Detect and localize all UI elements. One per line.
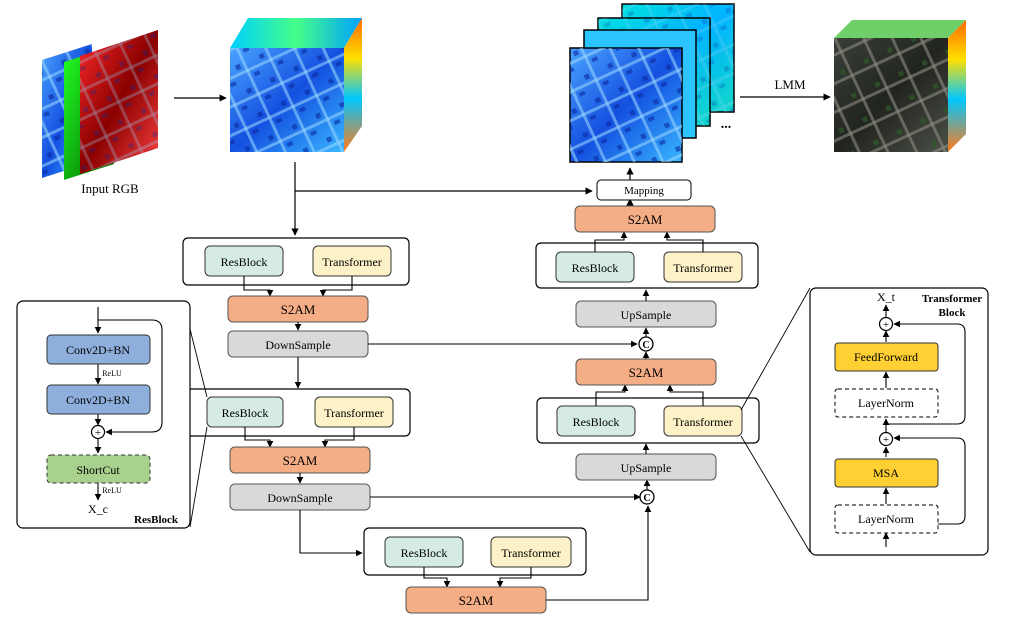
mapping-box — [596, 179, 692, 201]
decoder-1-s2am — [574, 205, 716, 233]
encoder-2-resblock-label: ResBlock — [222, 406, 269, 420]
decoder-1-transformer-label: Transformer — [673, 261, 733, 275]
transformer-add-node-1 — [878, 431, 894, 447]
input-rgb-stack — [42, 30, 158, 180]
transformer-block-title-1: Transformer — [922, 293, 982, 305]
shortcut-label: ShortCut — [76, 463, 120, 477]
layernorm-1-label: LayerNorm — [858, 512, 915, 526]
transformer-add-node-2 — [878, 316, 894, 332]
transformer-add-2-label: + — [883, 319, 889, 331]
conv2d-bn-1 — [46, 334, 151, 365]
msa-box — [834, 458, 939, 488]
shortcut-box — [46, 454, 151, 484]
relu-2-label: ReLU — [102, 486, 122, 495]
layernorm-2-label: LayerNorm — [858, 396, 915, 410]
resblock-add-label: + — [95, 427, 101, 439]
feedforward-label: FeedForward — [854, 350, 918, 364]
xt-label: X_t — [877, 290, 896, 304]
output-rgb-cube — [834, 20, 966, 152]
encoder-1-resblock-label: ResBlock — [221, 255, 268, 269]
resblock-title: ResBlock — [134, 514, 179, 526]
layernorm-1 — [834, 504, 939, 534]
msa-label: MSA — [873, 466, 899, 480]
encoder-1-s2am-label: S2AM — [281, 302, 316, 317]
input-rgb-label: Input RGB — [81, 181, 139, 196]
transformer-add-1-label: + — [883, 434, 889, 446]
decoder-2-resblock-label: ResBlock — [573, 415, 620, 429]
bottleneck-s2am-label: S2AM — [459, 593, 494, 608]
concat-1-label: C — [642, 340, 649, 351]
encoder-2-s2am-label: S2AM — [283, 453, 318, 468]
encoder-1-downsample-label: DownSample — [265, 338, 330, 352]
xc-label: X_c — [88, 502, 108, 516]
relu-1-label: ReLU — [102, 369, 122, 378]
hsi-cube-input — [230, 18, 362, 152]
encoder-2-downsample-label: DownSample — [267, 491, 332, 505]
conv2d-bn-1-label: Conv2D+BN — [66, 343, 130, 357]
concat-2-label: C — [643, 493, 650, 504]
decoder-1-s2am-label: S2AM — [628, 212, 663, 227]
decoder-2-transformer-label: Transformer — [673, 415, 733, 429]
decoder-2-s2am-label: S2AM — [629, 365, 664, 380]
decoder-2-upsample-label: UpSample — [621, 461, 672, 475]
resblock-add-node — [90, 424, 106, 440]
bottleneck-resblock-label: ResBlock — [401, 546, 448, 560]
lmm-label: LMM — [774, 77, 806, 92]
conv2d-bn-2 — [46, 384, 151, 415]
feature-map-stack — [569, 3, 735, 163]
ellipsis-label: ... — [721, 117, 732, 132]
conv2d-bn-2-label: Conv2D+BN — [66, 393, 130, 407]
bottleneck-transformer-label: Transformer — [501, 546, 561, 560]
mapping-label: Mapping — [624, 185, 664, 197]
decoder-1-resblock-label: ResBlock — [572, 261, 619, 275]
transformer-block-title-2: Block — [939, 307, 967, 319]
encoder-2-transformer-label: Transformer — [324, 406, 384, 420]
encoder-1-transformer-label: Transformer — [322, 255, 382, 269]
layernorm-2 — [834, 388, 939, 418]
feedforward-box — [834, 342, 939, 372]
decoder-1-upsample-label: UpSample — [621, 308, 672, 322]
